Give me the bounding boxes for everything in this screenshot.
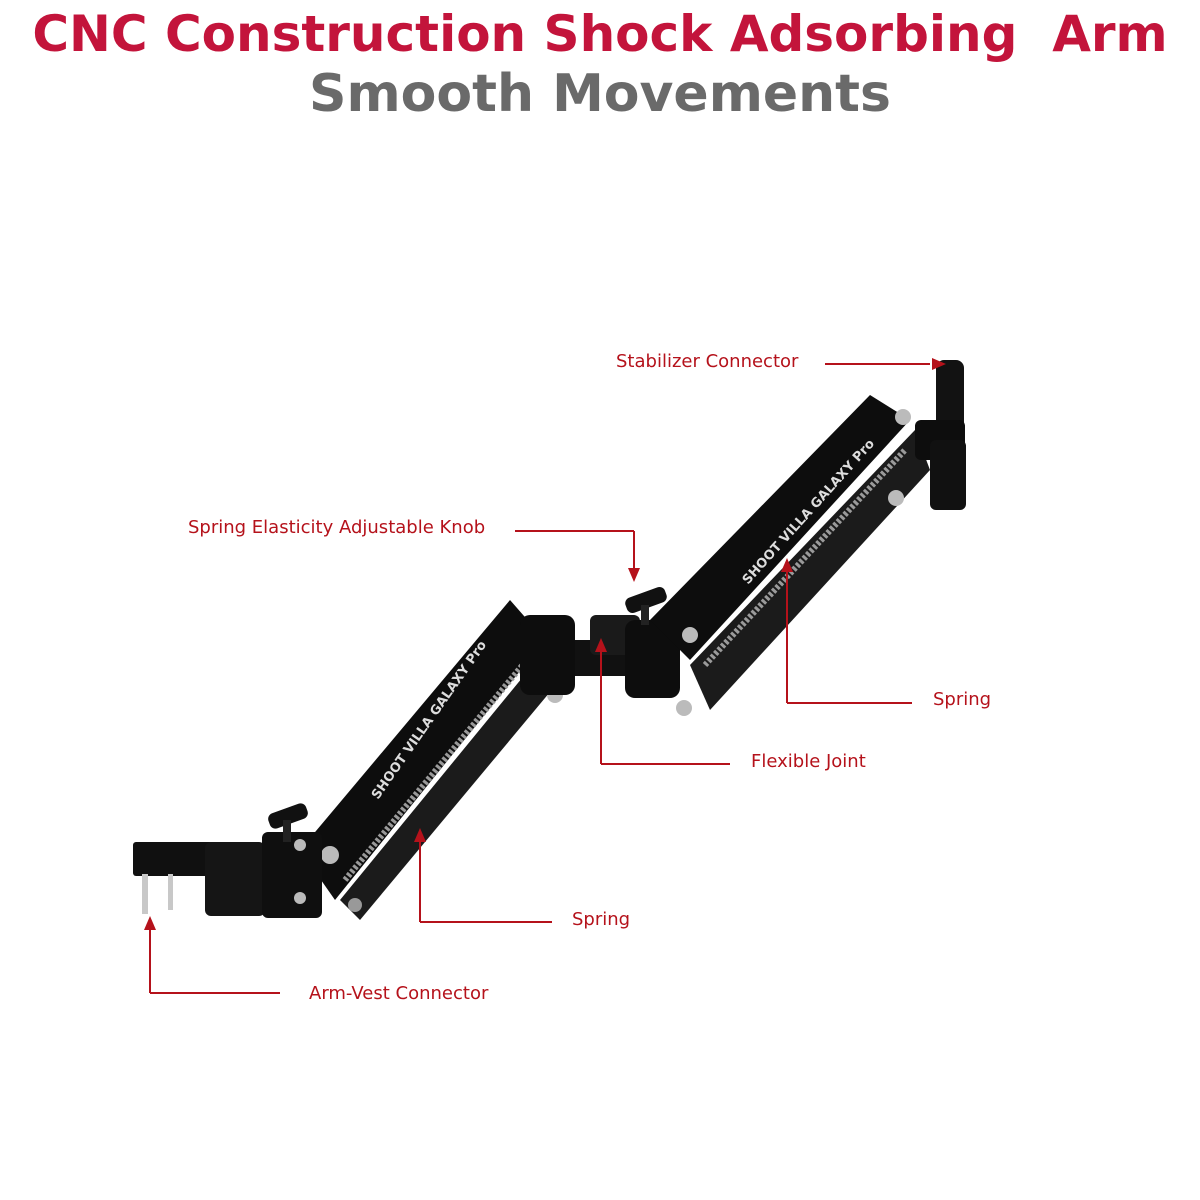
- label-flexible-joint: Flexible Joint: [751, 751, 866, 772]
- vest-connector: [133, 832, 322, 918]
- upper-spring-coil: [702, 447, 908, 668]
- page-title: CNC Construction Shock Adsorbing Arm: [32, 5, 1168, 63]
- label-stabilizer-connector: Stabilizer Connector: [616, 351, 799, 372]
- label-spring-lower: Spring: [572, 909, 631, 930]
- flexible-joint: [520, 615, 680, 698]
- stabilizer-post: [915, 360, 966, 510]
- spring-lower-arrowhead: [414, 828, 426, 842]
- label-arm-vest-connector: Arm-Vest Connector: [309, 983, 489, 1004]
- callout-lines: [149, 363, 930, 994]
- vest-arrowhead: [144, 916, 156, 930]
- label-spring-upper: Spring: [933, 689, 992, 710]
- spring-upper-arrowhead: [781, 558, 793, 572]
- lower-knob: [268, 803, 308, 842]
- knob-arrowhead: [628, 568, 640, 582]
- stabilizer-arrowhead: [932, 358, 946, 370]
- upper-knob: [625, 586, 667, 625]
- label-spring-knob: Spring Elasticity Adjustable Knob: [188, 517, 486, 538]
- upper-arm: SHOOT VILLA GALAXY Pro: [650, 395, 930, 716]
- page-subtitle: Smooth Movements: [309, 64, 891, 124]
- callout-arrowheads: [144, 358, 946, 930]
- joint-arrowhead: [595, 638, 607, 652]
